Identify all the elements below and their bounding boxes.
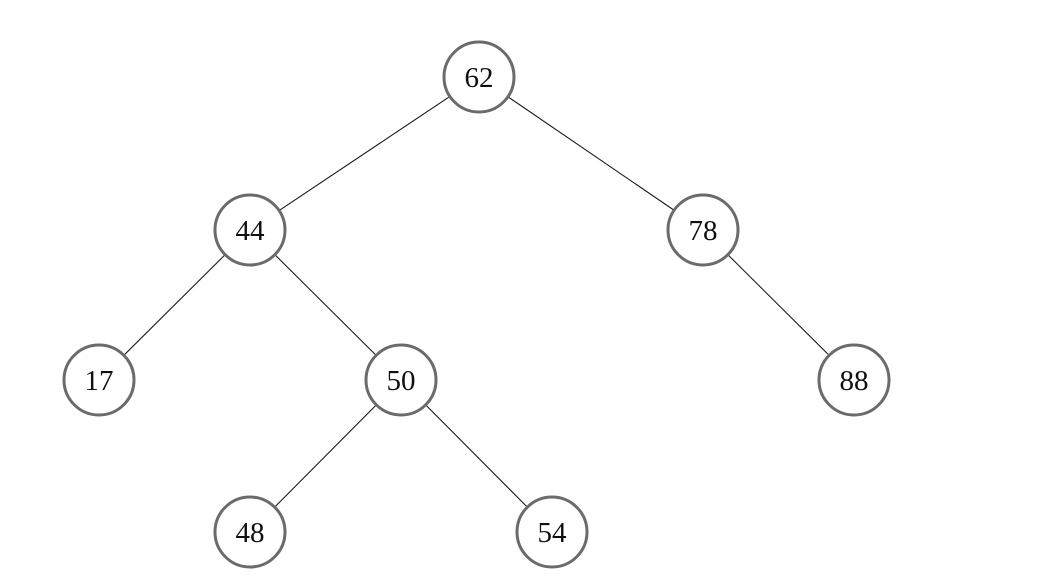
node-circle-88 (817, 343, 891, 417)
node-label-88: 88 (840, 365, 869, 397)
tree-node-54[interactable]: 54 (515, 495, 589, 569)
node-circle-62 (442, 40, 516, 114)
node-label-54: 54 (538, 517, 568, 549)
node-label-17: 17 (85, 365, 114, 397)
node-label-62: 62 (465, 62, 494, 94)
node-circle-78 (666, 193, 740, 267)
tree-node-44[interactable]: 44 (213, 193, 287, 267)
node-circle-48 (213, 495, 287, 569)
node-label-78: 78 (689, 215, 718, 247)
node-circle-50 (364, 343, 438, 417)
tree-node-17[interactable]: 17 (62, 343, 136, 417)
edges-layer (123, 95, 830, 508)
tree-node-62[interactable]: 62 (442, 40, 516, 114)
tree-edge-50-48 (274, 404, 377, 508)
tree-edge-44-50 (274, 254, 377, 356)
tree-edge-50-54 (425, 404, 528, 508)
tree-edge-44-17 (123, 254, 226, 356)
node-label-50: 50 (387, 365, 416, 397)
node-circle-54 (515, 495, 589, 569)
node-circle-44 (213, 193, 287, 267)
tree-node-50[interactable]: 50 (364, 343, 438, 417)
nodes-layer: 62 44 78 17 50 88 48 54 (62, 40, 891, 569)
tree-edge-62-44 (278, 95, 451, 212)
node-circle-17 (62, 343, 136, 417)
tree-edge-78-88 (727, 254, 830, 356)
tree-edge-62-78 (507, 96, 675, 211)
node-label-44: 44 (236, 215, 266, 247)
tree-node-48[interactable]: 48 (213, 495, 287, 569)
node-label-48: 48 (236, 517, 265, 549)
tree-node-78[interactable]: 78 (666, 193, 740, 267)
tree-node-88[interactable]: 88 (817, 343, 891, 417)
